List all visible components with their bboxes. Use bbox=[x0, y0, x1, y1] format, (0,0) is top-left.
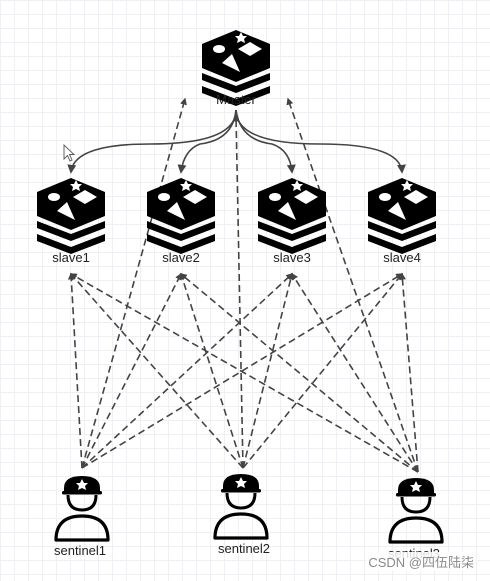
master-label: Master bbox=[216, 92, 256, 107]
slave-label-2: slave2 bbox=[162, 250, 200, 265]
watermark: CSDN @四伍陆柒 bbox=[366, 552, 476, 571]
sentinel-label-1: sentinel1 bbox=[54, 543, 106, 558]
sentinel-2-to-slave-3-line bbox=[242, 272, 295, 469]
replication-lines bbox=[67, 109, 406, 174]
master-node[interactable]: Master bbox=[202, 30, 270, 107]
master-to-slave-3-curve bbox=[235, 109, 296, 174]
redis-stack-icon bbox=[147, 178, 215, 254]
sentinel-connection-lines bbox=[67, 97, 419, 473]
sentinel-3-to-slave-2-line bbox=[179, 273, 419, 473]
slave-node-3[interactable]: slave3 bbox=[258, 178, 326, 265]
sentinel-guard-icon bbox=[213, 474, 269, 540]
sentinel-1-to-master-line bbox=[81, 97, 187, 469]
master-to-slave-1-curve bbox=[67, 109, 237, 174]
sentinel-2-to-master-line bbox=[232, 114, 244, 469]
sentinel-3-to-master-line bbox=[286, 97, 419, 473]
sentinel-label-2: sentinel2 bbox=[218, 541, 270, 556]
slave-label-1: slave1 bbox=[52, 250, 90, 265]
sentinel-2-to-slave-2-line bbox=[179, 272, 244, 469]
sentinel-3-to-slave-4-line bbox=[398, 272, 419, 473]
sentinel-2-to-slave-1-line bbox=[70, 272, 244, 469]
sentinel-3-to-slave-3-line bbox=[291, 272, 419, 473]
sentinel-1-to-slave-1-line bbox=[67, 272, 83, 469]
redis-stack-icon bbox=[37, 178, 105, 254]
slave-label-4: slave4 bbox=[383, 250, 421, 265]
mouse-cursor-icon bbox=[63, 143, 76, 162]
sentinel-1-to-slave-2-line bbox=[81, 272, 182, 469]
master-to-slave-2-curve bbox=[177, 109, 237, 174]
master-to-slave-4-curve bbox=[235, 109, 406, 174]
slave-node-1[interactable]: slave1 bbox=[37, 178, 105, 265]
sentinel-node-2[interactable]: sentinel2 bbox=[213, 474, 270, 556]
sentinel-3-to-slave-1-line bbox=[69, 273, 419, 473]
slave-node-2[interactable]: slave2 bbox=[147, 178, 215, 265]
redis-stack-icon bbox=[368, 178, 436, 254]
sentinel-guard-icon bbox=[388, 478, 444, 544]
slave-node-4[interactable]: slave4 bbox=[368, 178, 436, 265]
redis-stack-icon bbox=[202, 30, 270, 106]
sentinel-node-3[interactable]: sentinel3 bbox=[388, 478, 444, 561]
slave-label-3: slave3 bbox=[273, 250, 311, 265]
sentinel-node-1[interactable]: sentinel1 bbox=[54, 476, 110, 558]
sentinel-1-to-slave-3-line bbox=[81, 273, 294, 469]
redis-stack-icon bbox=[258, 178, 326, 254]
sentinel-guard-icon bbox=[54, 476, 110, 542]
sentinel-2-to-slave-4-line bbox=[242, 272, 403, 469]
